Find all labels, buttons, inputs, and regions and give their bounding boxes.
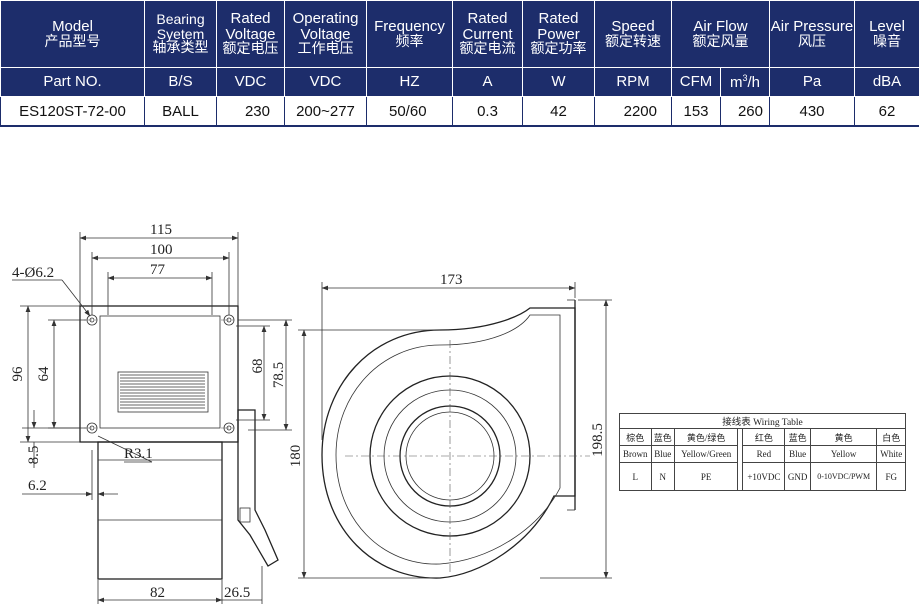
wire-function: +10VDC [742, 462, 786, 491]
unit-a: A [452, 67, 523, 97]
cfm-value: 153 [671, 96, 721, 127]
dim-8-5: 8.5 [26, 446, 42, 465]
wire-color-cn: 黄色/绿色 [674, 428, 739, 446]
motor-body [97, 441, 223, 580]
wire-function: 0-10VDC/PWM [809, 462, 878, 491]
wire-color-en: Blue [650, 445, 676, 463]
dim-96: 96 [10, 366, 26, 382]
wire-function: FG [876, 462, 906, 491]
frequency-value: 50/60 [366, 96, 453, 127]
wiring-title: 接线表 Wiring Table [619, 413, 906, 429]
dim-78-5: 78.5 [271, 362, 287, 388]
unit-part-no: Part NO. [0, 67, 145, 97]
unit-w: W [522, 67, 595, 97]
wire-color-en: Brown [619, 445, 652, 463]
power-value: 42 [522, 96, 595, 127]
unit-vdc: VDC [216, 67, 285, 97]
rotor-ribs [117, 371, 209, 413]
dim-64: 64 [36, 366, 52, 382]
wire-color-cn: 白色 [876, 428, 906, 446]
wire-color-en: Red [742, 445, 786, 463]
unit-dba: dBA [854, 67, 919, 97]
wire-color-cn: 黄色 [809, 428, 878, 446]
pressure-value: 430 [769, 96, 855, 127]
wire-function: N [650, 462, 676, 491]
wire-function: PE [674, 462, 739, 491]
dim-77: 77 [150, 262, 166, 278]
dim-173: 173 [440, 272, 463, 288]
wire-color-cn: 棕色 [619, 428, 652, 446]
wire-function: GND [784, 462, 811, 491]
dim-68: 68 [250, 359, 266, 374]
dim-6-2: 6.2 [28, 478, 47, 494]
dim-holes: 4-Ø6.2 [12, 265, 54, 281]
wire-color-cn: 红色 [742, 428, 786, 446]
dim-82: 82 [150, 585, 165, 601]
wire-color-en: Yellow/Green [674, 445, 739, 463]
front-view: 173 180 198.5 [288, 272, 612, 579]
dim-198-5: 198.5 [590, 423, 606, 457]
bearing-value: BALL [144, 96, 217, 127]
wire-color-cn: 蓝色 [650, 428, 676, 446]
unit-hz: HZ [366, 67, 453, 97]
unit-m3h: m3/h [720, 67, 770, 97]
mounting-plate [79, 305, 239, 443]
dim-26-5: 26.5 [224, 585, 250, 601]
unit-cfm: CFM [671, 67, 721, 97]
mounting-holes [84, 314, 237, 434]
wire-color-cn: 蓝色 [784, 428, 811, 446]
wire-color-en: White [876, 445, 906, 463]
dim-115: 115 [150, 222, 172, 238]
unit-vdc: VDC [284, 67, 367, 97]
unit-rpm: RPM [594, 67, 672, 97]
wire-function: L [619, 462, 652, 491]
dim-r3-1: R3.1 [124, 446, 153, 462]
unit-pa: Pa [769, 67, 855, 97]
spec-data-row: ES120ST-72-00 BALL 230 200~277 50/60 0.3… [0, 96, 919, 127]
speed-value: 2200 [594, 96, 672, 127]
current-value: 0.3 [452, 96, 523, 127]
noise-value: 62 [854, 96, 919, 127]
unit-bs: B/S [144, 67, 217, 97]
wire-color-en: Blue [784, 445, 811, 463]
scroll-housing [321, 307, 576, 579]
dim-180: 180 [288, 445, 304, 468]
side-view: 115 100 77 4-Ø6.2 96 64 68 78.5 [10, 222, 292, 604]
operating-voltage-value: 200~277 [284, 96, 367, 127]
spec-unit-row: Part NO. B/S VDC VDC HZ A W RPM CFM m3/h… [0, 67, 919, 97]
part-no-value: ES120ST-72-00 [0, 96, 145, 127]
cable-connector [237, 409, 279, 567]
wiring-table: 接线表 Wiring Table 棕色 蓝色 黄色/绿色 红色 蓝色 黄色 白色… [619, 413, 906, 491]
dim-100: 100 [150, 242, 173, 258]
wire-color-en: Yellow [809, 445, 878, 463]
